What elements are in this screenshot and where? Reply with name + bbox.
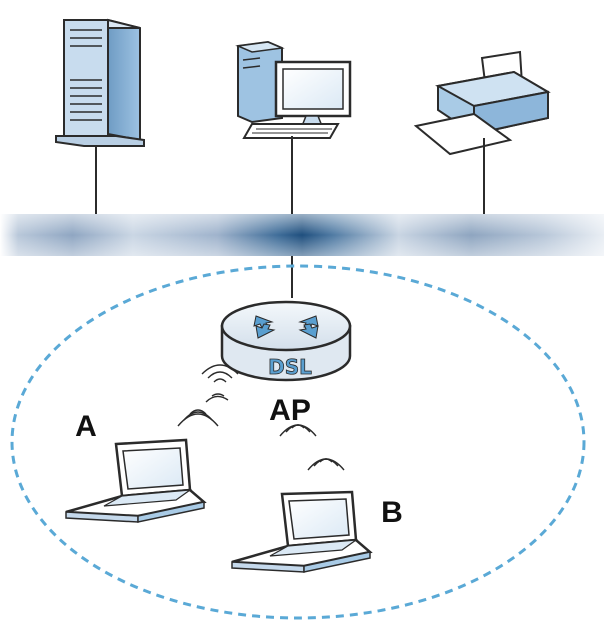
router-arrows-icon (253, 315, 319, 339)
router-label: DSL (268, 355, 312, 379)
dsl-router-icon: DSL (220, 300, 352, 382)
ap-label: AP (269, 394, 311, 427)
client-b-label: B (381, 496, 403, 529)
wireless-signal-icon (177, 364, 239, 427)
server-tower-icon (55, 18, 145, 147)
wireless-signal-icon (279, 424, 345, 471)
laptop-icon (231, 490, 373, 573)
laptop-icon (65, 438, 207, 523)
desktop-computer-icon (235, 40, 352, 139)
network-backbone (0, 214, 604, 256)
client-a-label: A (75, 410, 97, 443)
printer-icon (413, 50, 551, 156)
wireless-coverage-boundary (10, 264, 586, 620)
